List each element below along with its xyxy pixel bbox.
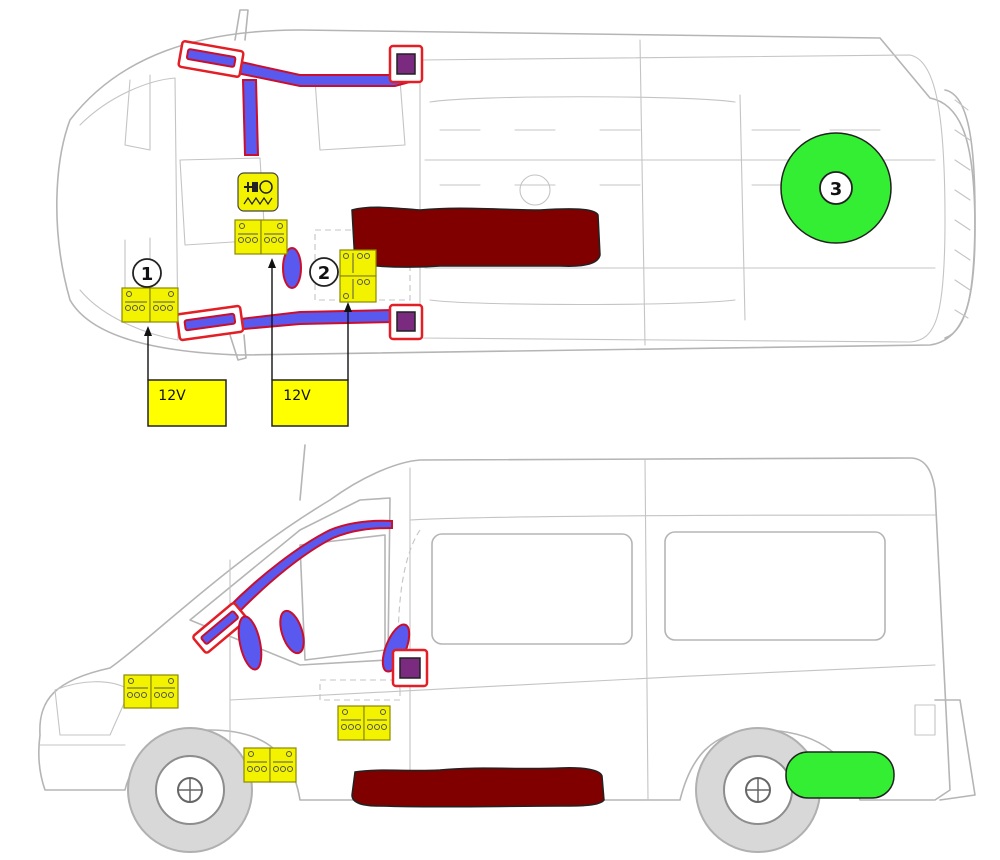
battery-icon	[121, 287, 179, 323]
side-view-airbag-a	[237, 615, 263, 671]
top-view: 1 2 3 12V 12V	[56, 9, 976, 427]
top-view-curtain-airbag-lower	[231, 308, 414, 332]
top-view-grille-left	[124, 74, 151, 151]
side-view-antenna	[299, 444, 306, 501]
side-view-c-pillar	[644, 459, 649, 801]
voltage-label-front-text: 12V	[158, 388, 186, 404]
callout-3-label: 3	[830, 179, 843, 200]
side-view-rear-bumper	[934, 699, 976, 801]
callout-1-label: 1	[141, 264, 154, 285]
side-view-sliding-door-window	[431, 533, 633, 645]
side-view-airbag-b	[279, 609, 305, 655]
side-view-tail-light	[914, 704, 936, 736]
battery-icon	[339, 249, 377, 303]
side-view-inflator	[391, 648, 429, 688]
top-view-rear-bumper	[944, 89, 976, 339]
top-view-curtain-airbag-upper	[231, 58, 414, 156]
voltage-label-seat: 12V	[268, 258, 352, 427]
top-view-roof-seam	[639, 39, 646, 346]
top-view-fuel-tank	[351, 206, 601, 268]
battery-icon	[234, 219, 288, 255]
side-view-front-wheel	[127, 727, 253, 853]
voltage-label-front: 12V	[144, 326, 227, 427]
top-view-roof-vent	[519, 174, 551, 206]
side-view-curtain-airbag	[224, 519, 393, 617]
top-view-roof-divider	[739, 94, 746, 321]
voltage-label-seat-text: 12V	[283, 388, 311, 404]
top-view-roof-panel	[419, 54, 946, 343]
top-view-pretensioner-front-upper	[177, 40, 245, 78]
callout-2-label: 2	[318, 263, 331, 284]
side-view-roof-line	[409, 514, 936, 521]
top-view-seat-airbag	[282, 247, 302, 289]
top-view-roof-ribs	[424, 96, 936, 306]
top-view-pretensioner-front-lower	[175, 304, 245, 342]
callout-1: 1	[132, 258, 162, 288]
side-view-gas-tank	[785, 751, 895, 799]
top-view-inflator-upper	[388, 44, 424, 84]
side-view-door-dashed	[397, 529, 421, 691]
callout-3: 3	[819, 171, 853, 205]
side-view-headlight	[54, 681, 131, 736]
side-view-windshield	[189, 497, 391, 666]
top-view-inflator-lower	[388, 303, 424, 341]
side-view-belt-line	[229, 664, 936, 701]
side-view-handle-dashed	[319, 679, 401, 701]
top-view-passenger-seat	[314, 79, 406, 151]
side-view-pretensioner	[192, 602, 248, 654]
seatbelt-pretensioner-icon	[237, 172, 279, 212]
side-view-front-door-window	[299, 534, 386, 661]
battery-icon	[337, 705, 391, 741]
callout-2: 2	[309, 257, 339, 287]
top-view-mirror-right	[229, 334, 247, 361]
side-view-fuel-tank	[351, 767, 605, 808]
side-view	[38, 444, 976, 853]
battery-icon	[123, 674, 179, 709]
top-view-mirror-left	[234, 9, 249, 41]
side-view-rear-window	[664, 531, 886, 641]
top-view-hood	[79, 77, 179, 341]
battery-icon	[243, 747, 297, 783]
